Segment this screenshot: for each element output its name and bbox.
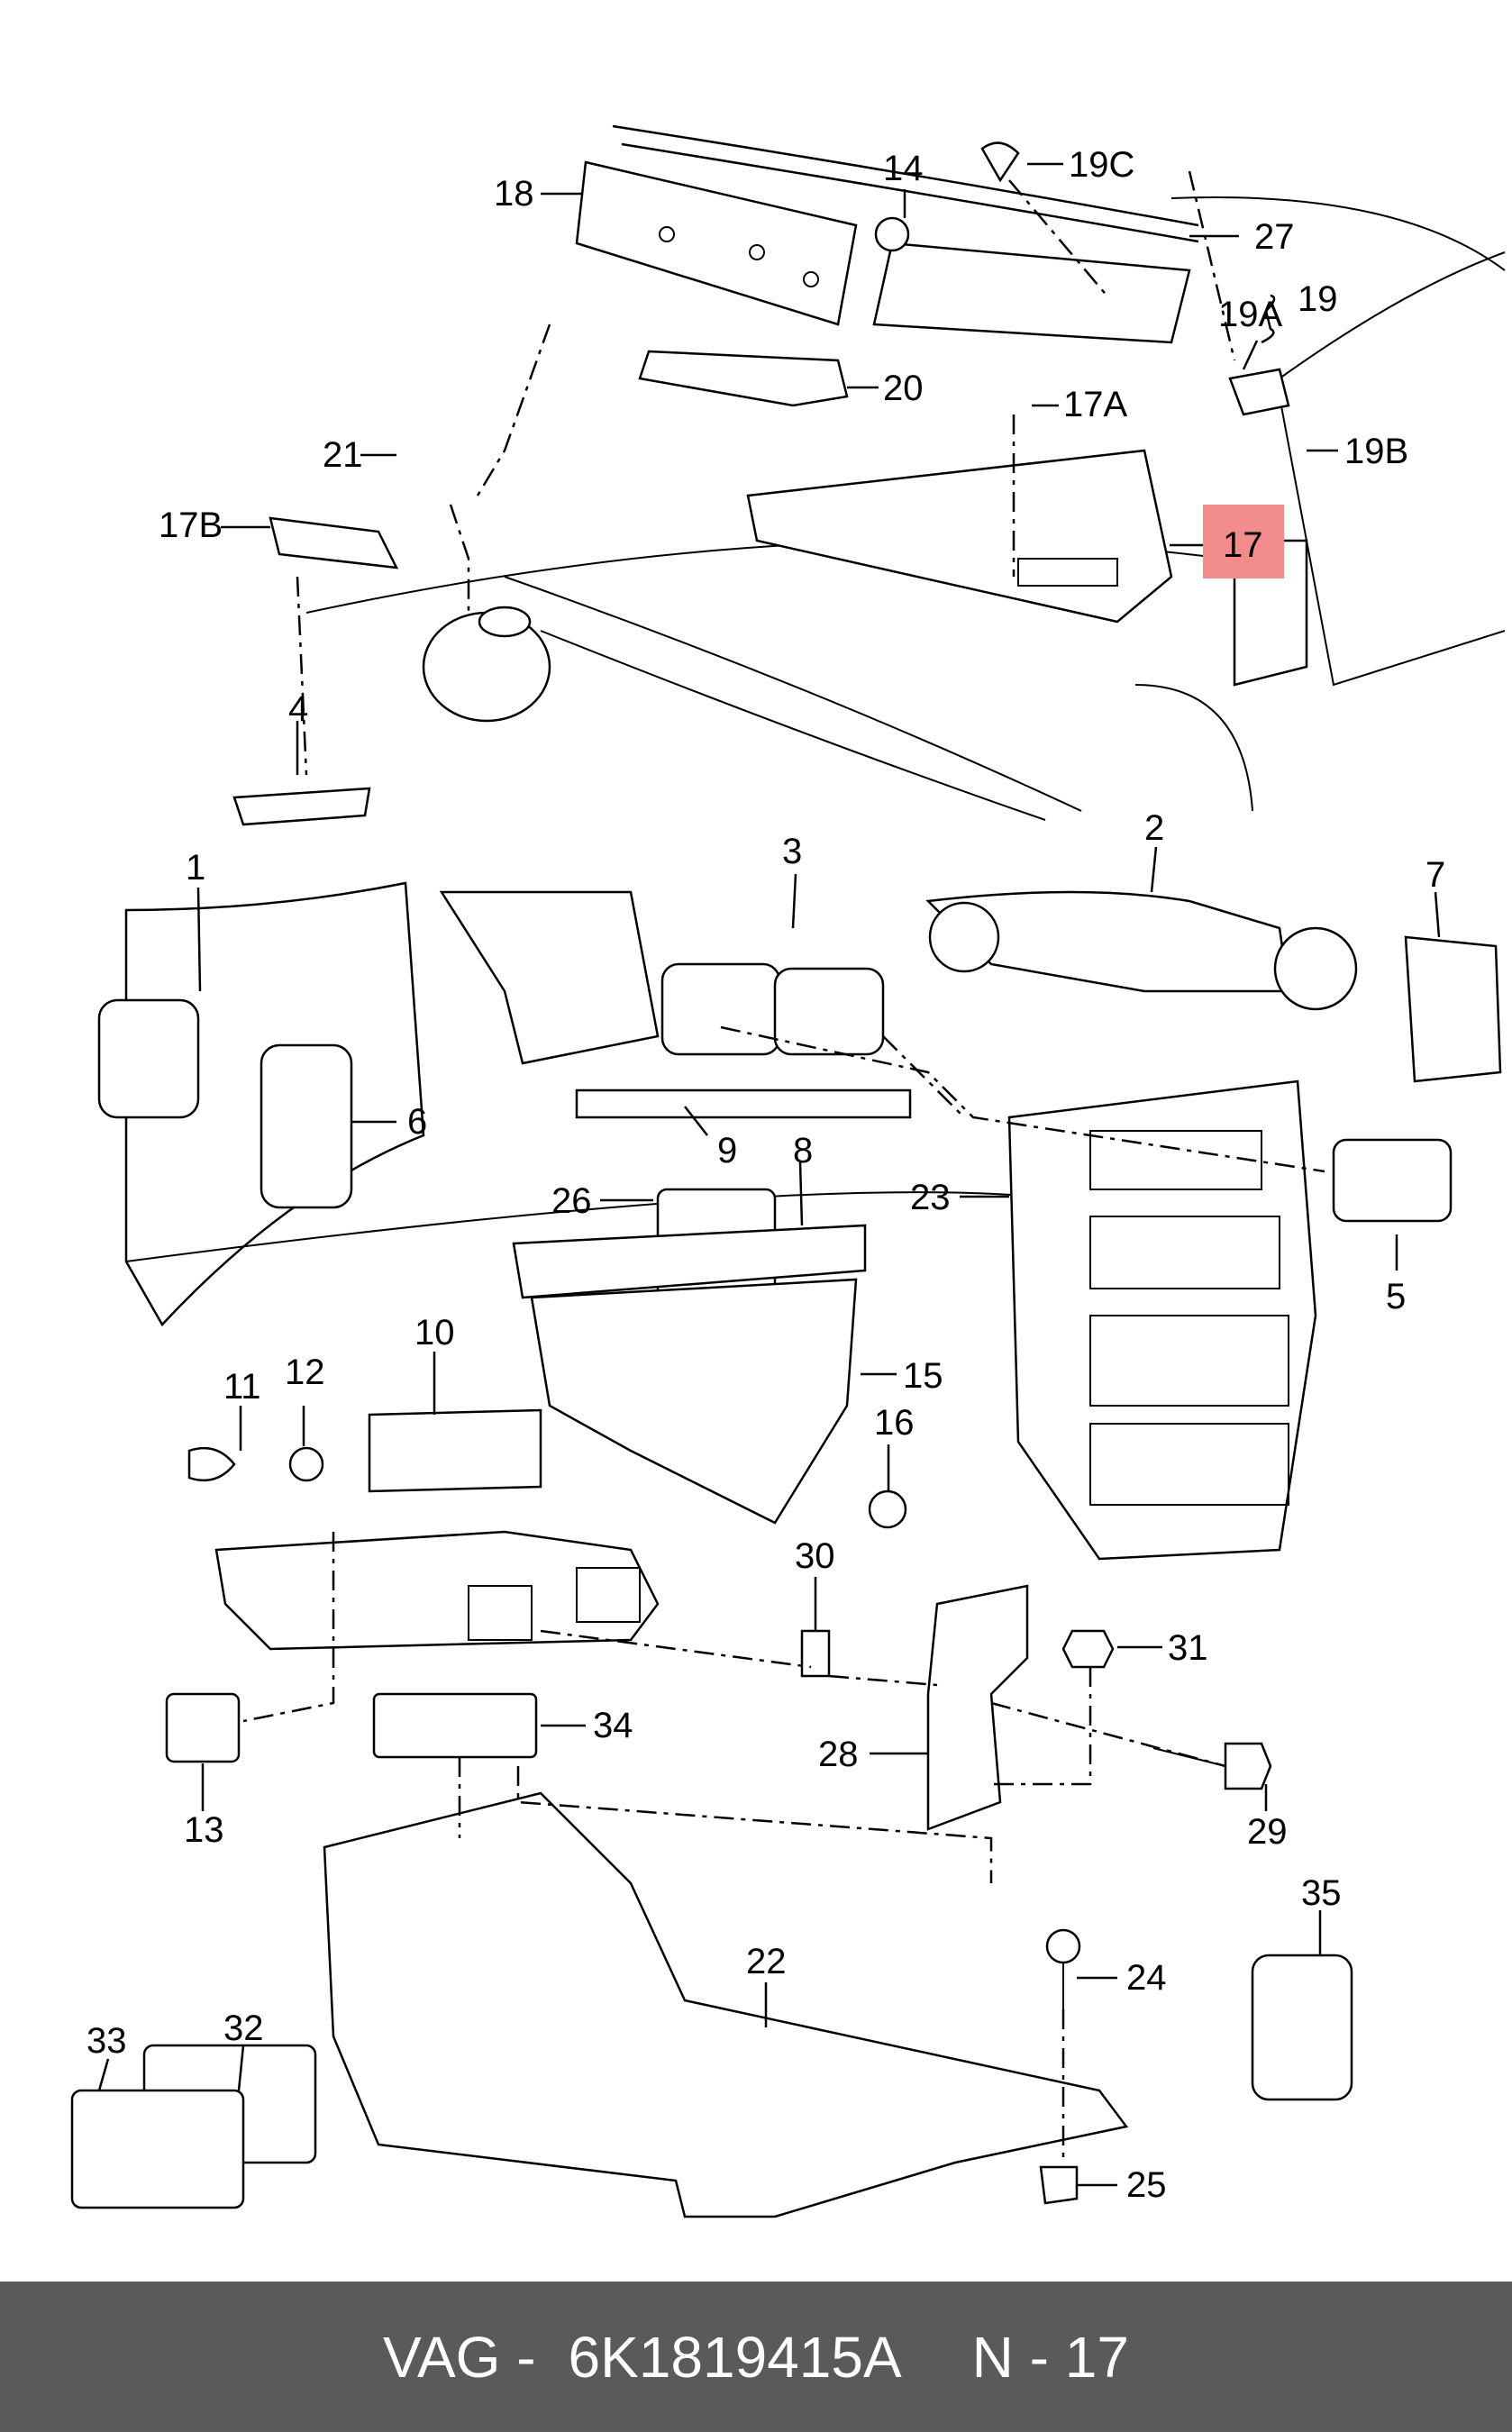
label-29: 29 — [1247, 1812, 1288, 1852]
label-3: 3 — [782, 832, 802, 871]
footer-position: N - 17 — [971, 2324, 1129, 2390]
label-4: 4 — [288, 689, 308, 729]
label-16: 16 — [874, 1403, 915, 1443]
label-6: 6 — [407, 1102, 427, 1142]
dash-ducts — [97, 881, 1502, 1561]
label-17: 17 — [1223, 525, 1263, 565]
footer-brand: VAG - — [383, 2324, 536, 2390]
lower-console — [70, 170, 1353, 2218]
label-13: 13 — [184, 1810, 224, 1850]
label-9: 9 — [717, 1131, 737, 1170]
label-26: 26 — [551, 1181, 592, 1221]
footer-part-number: 6K1819415A — [568, 2324, 902, 2390]
label-8: 8 — [793, 1131, 813, 1170]
label-17A: 17A — [1063, 385, 1127, 424]
label-17B: 17B — [159, 506, 223, 545]
label-19A: 19A — [1218, 295, 1282, 334]
part-number-footer: VAG - 6K1819415A N - 17 — [0, 2282, 1512, 2432]
label-5: 5 — [1386, 1277, 1406, 1316]
label-18: 18 — [494, 174, 534, 214]
cowl-assembly — [232, 124, 1506, 826]
label-28: 28 — [818, 1735, 859, 1774]
label-20: 20 — [883, 369, 924, 408]
label-12: 12 — [285, 1353, 325, 1392]
label-25: 25 — [1126, 2165, 1167, 2205]
label-10: 10 — [414, 1313, 455, 1353]
leader-lines — [97, 162, 1441, 2187]
label-34: 34 — [593, 1706, 633, 1745]
label-15: 15 — [903, 1356, 943, 1396]
label-14: 14 — [883, 149, 924, 188]
label-33: 33 — [87, 2021, 127, 2061]
label-19C: 19C — [1069, 145, 1134, 185]
label-21: 21 — [323, 435, 363, 475]
label-27: 27 — [1254, 217, 1295, 257]
label-31: 31 — [1168, 1628, 1208, 1668]
label-30: 30 — [795, 1536, 835, 1576]
label-11: 11 — [223, 1367, 261, 1407]
label-23: 23 — [910, 1178, 951, 1217]
label-22: 22 — [746, 1942, 787, 1981]
label-32: 32 — [223, 2008, 264, 2048]
label-24: 24 — [1126, 1958, 1167, 1998]
label-35: 35 — [1301, 1873, 1342, 1913]
highlight-box-17 — [1203, 505, 1284, 578]
label-19: 19 — [1298, 279, 1338, 319]
label-19B: 19B — [1344, 432, 1408, 471]
label-2: 2 — [1144, 808, 1164, 848]
exploded-parts-diagram: 18 14 19C 27 19 19A 20 17A 19B 21 17B 17… — [70, 124, 1506, 2218]
label-1: 1 — [186, 848, 205, 888]
label-7: 7 — [1425, 855, 1445, 895]
part-labels: 18 14 19C 27 19 19A 20 17A 19B 21 17B 17… — [87, 145, 1445, 2205]
